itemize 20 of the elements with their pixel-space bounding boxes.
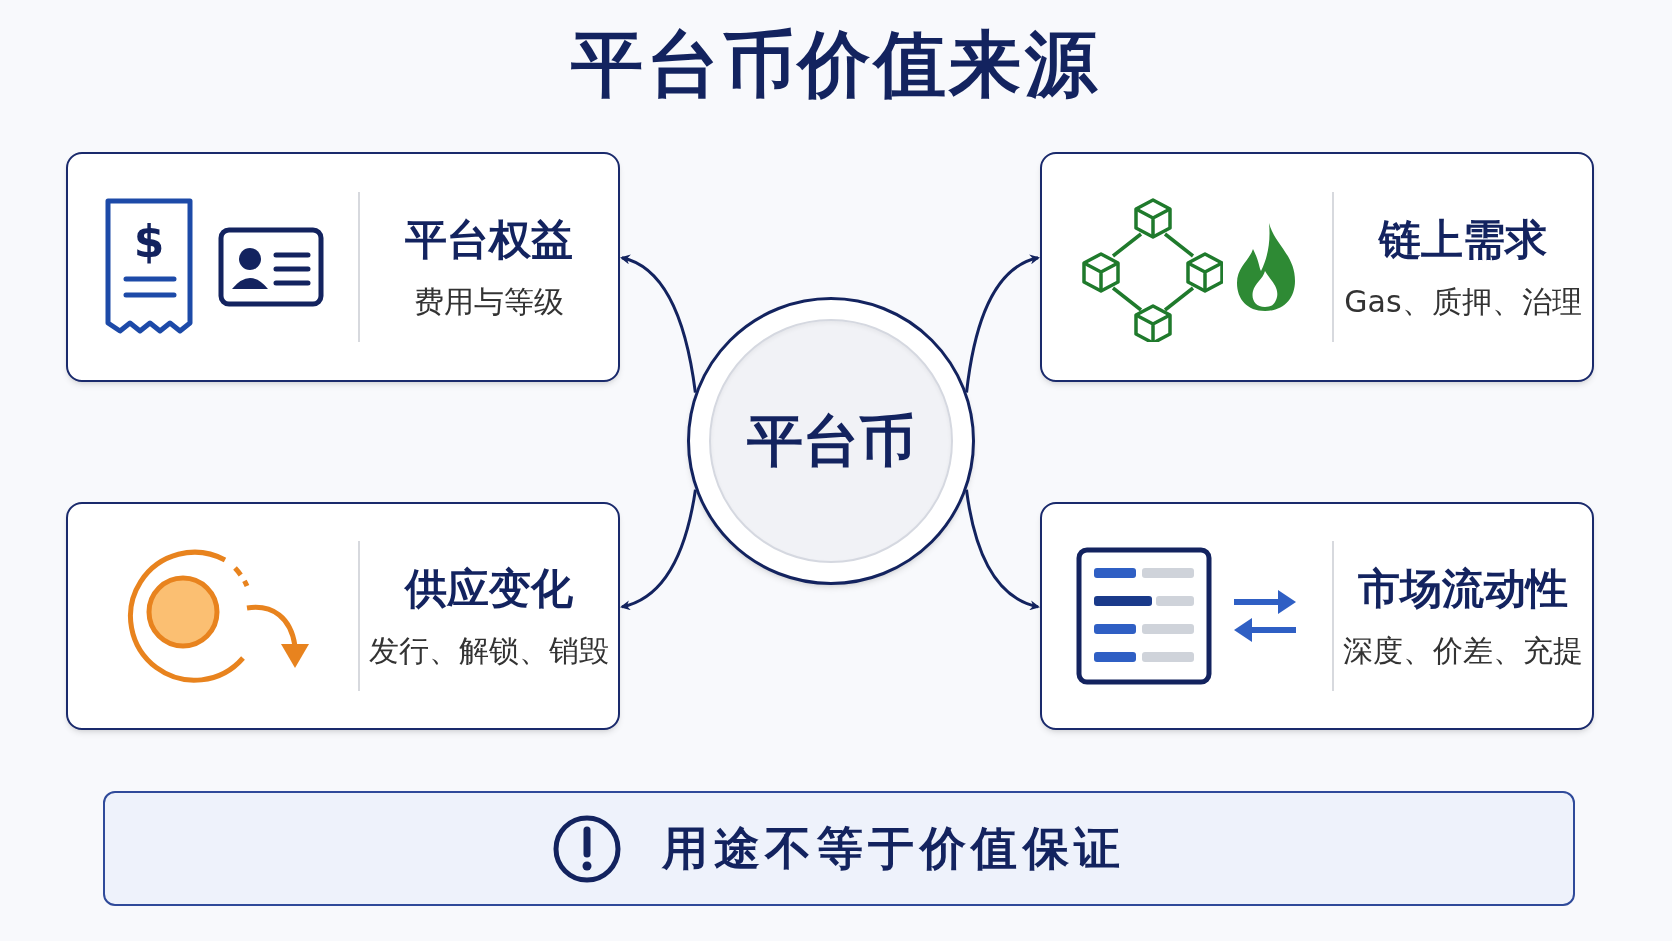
category-card <box>66 152 620 382</box>
card-heading: 链上需求 <box>1379 214 1547 266</box>
card-subtitle: 深度、价差、充提 <box>1343 631 1583 669</box>
curved-arrow <box>965 255 1040 393</box>
curved-arrow <box>965 489 1040 610</box>
card-subtitle: Gas、质押、治理 <box>1344 282 1582 320</box>
card-heading: 供应变化 <box>405 563 573 615</box>
curved-arrow <box>620 255 697 393</box>
category-card <box>1040 502 1594 730</box>
category-card <box>1040 152 1594 382</box>
warning-banner <box>103 791 1575 906</box>
card-heading: 平台权益 <box>405 214 573 266</box>
card-heading: 市场流动性 <box>1358 563 1568 615</box>
card-subtitle: 费用与等级 <box>414 282 564 320</box>
center-label: 平台币 <box>747 407 915 475</box>
diagram-title: 平台币价值来源 <box>571 28 1101 100</box>
curved-arrow <box>620 489 697 610</box>
card-subtitle: 发行、解锁、销毁 <box>369 631 609 669</box>
warning-text: 用途不等于价值保证 <box>662 820 1126 877</box>
category-card <box>66 502 620 730</box>
